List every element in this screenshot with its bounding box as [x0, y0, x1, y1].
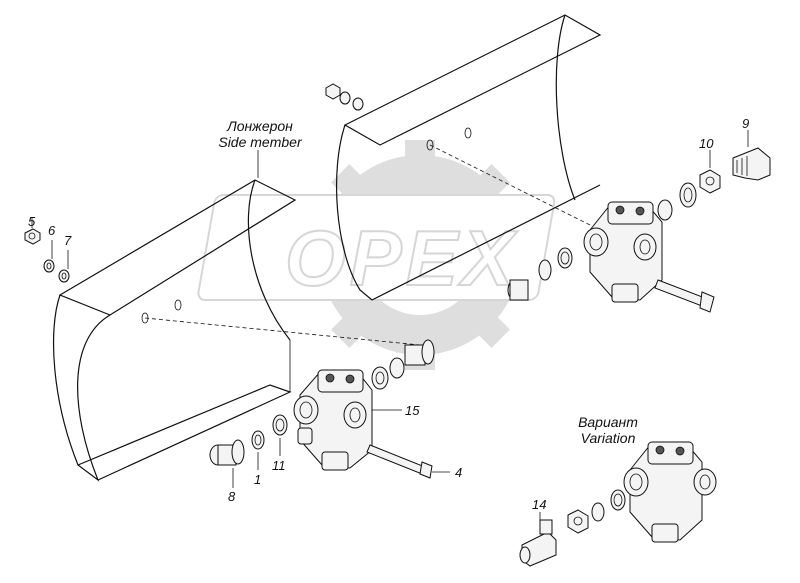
right-fitting-chain [657, 182, 697, 221]
callout-14: 14 [532, 497, 547, 512]
callout-15: 15 [405, 403, 420, 418]
top-fasteners [325, 83, 364, 111]
assembly-axis-upper [429, 144, 601, 231]
elbow-9 [732, 147, 771, 181]
watermark-text: OPEX [285, 214, 518, 302]
ring-11 [272, 414, 288, 436]
side-member-bracket-left [52, 179, 297, 482]
variation-caption-en: Variation [580, 430, 636, 446]
valve-assembly-15 [293, 369, 373, 471]
fitting-8 [209, 439, 245, 466]
tee-fitting-14 [519, 519, 557, 567]
callout-7: 7 [64, 233, 72, 248]
nut-10 [699, 169, 721, 194]
opex-watermark-logo: OPEX [197, 140, 556, 370]
valve-assembly-upper [583, 201, 663, 303]
side-member-caption-en: Side member [218, 134, 302, 150]
callout-9: 9 [742, 116, 750, 131]
upper-valve-rings [507, 247, 573, 301]
callout-5: 5 [28, 214, 36, 229]
side-member-caption-ru: Лонжерон [227, 118, 293, 134]
washer-6 [43, 259, 55, 273]
bolt-4 [366, 444, 433, 479]
callout-1: 1 [254, 472, 262, 487]
center-fitting-chain [371, 339, 435, 390]
variation-fitting-chain [567, 489, 626, 534]
callout-11: 11 [272, 458, 286, 473]
callout-4: 4 [455, 465, 463, 480]
side-member-bracket-right [335, 14, 602, 301]
washer-7 [58, 269, 70, 283]
variation-caption-ru: Вариант [578, 414, 638, 430]
washer-1 [251, 430, 265, 450]
nut-5 [24, 228, 41, 245]
valve-assembly-variation [623, 441, 717, 543]
bolt-upper [654, 279, 715, 313]
variation-caption: Вариант Variation [553, 414, 663, 446]
callout-6: 6 [48, 223, 56, 238]
callout-8: 8 [228, 489, 236, 504]
callout-10: 10 [699, 136, 714, 151]
side-member-caption: Лонжерон Side member [205, 118, 315, 150]
